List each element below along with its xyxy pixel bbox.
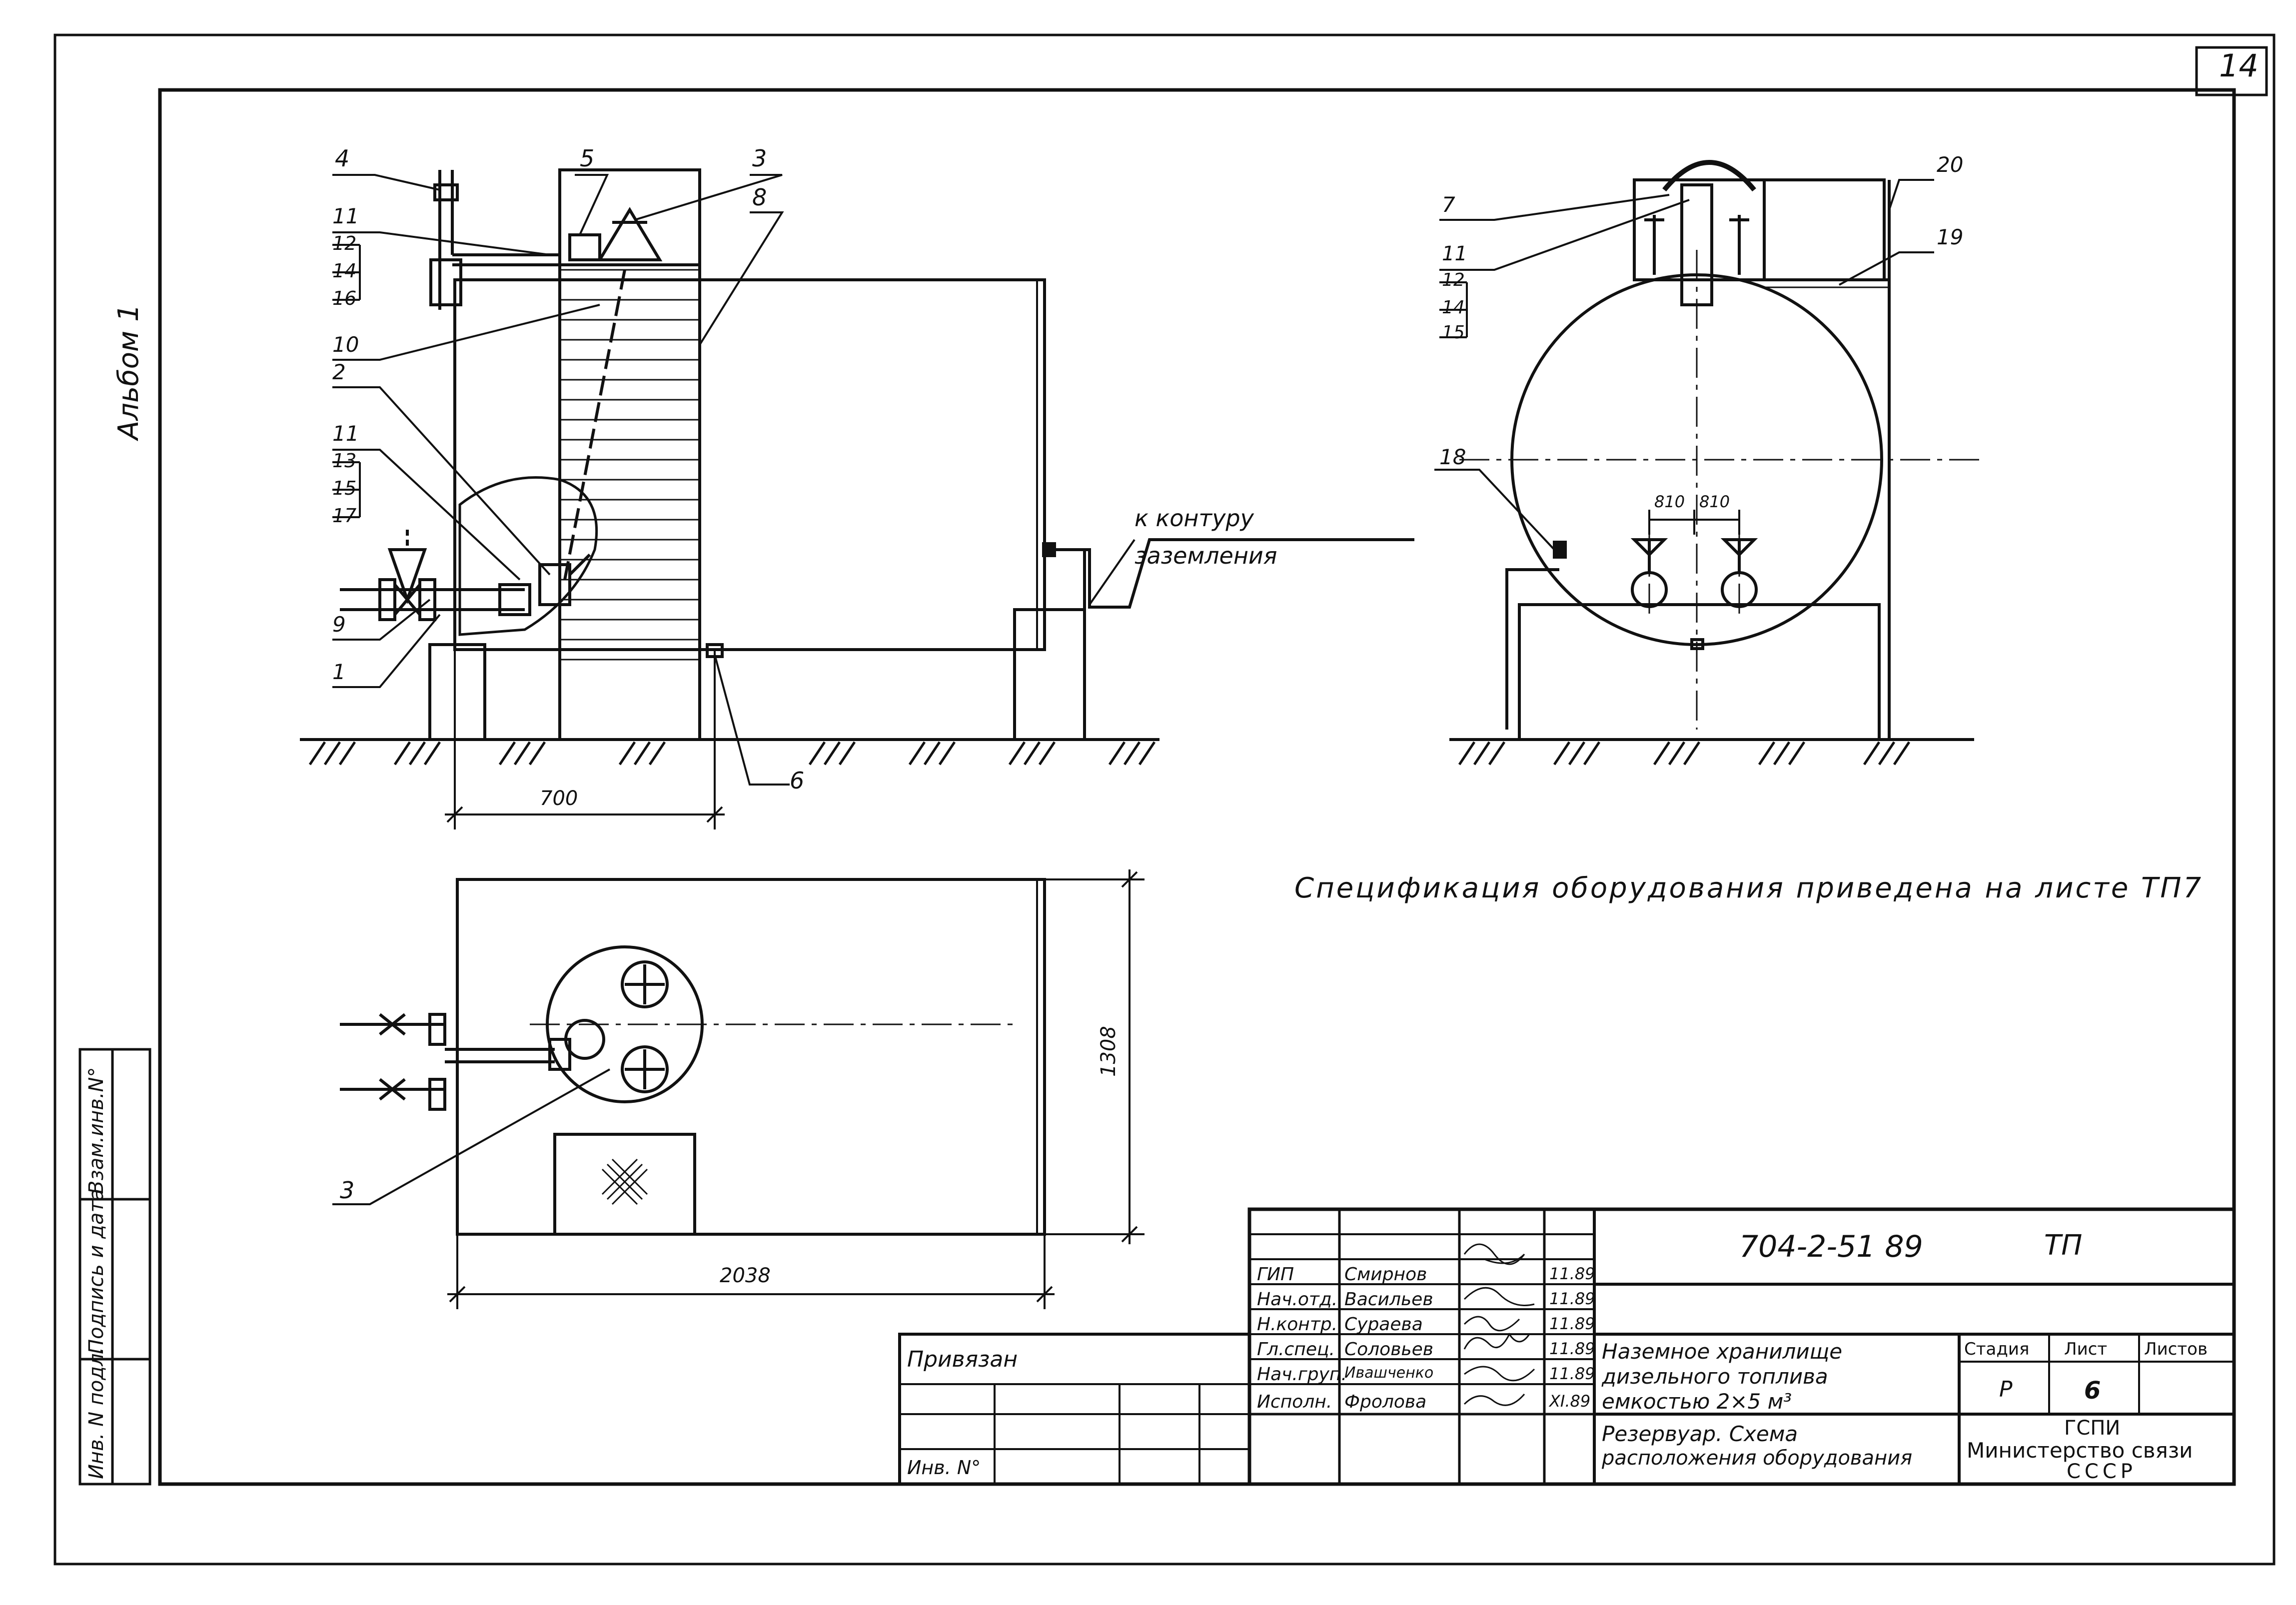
- sheet-header: Лист: [2064, 1339, 2108, 1359]
- callout-11b: 11: [332, 421, 359, 446]
- callout-3-top: 3: [752, 145, 767, 172]
- callout-4: 4: [335, 145, 350, 172]
- tb-date-0: 11.89: [1549, 1264, 1595, 1283]
- dim-810-right: 810: [1699, 492, 1730, 511]
- dim-700-lines: [445, 650, 725, 829]
- tb-date-4: 11.89: [1549, 1364, 1595, 1383]
- stage-header: Стадия: [1964, 1339, 2030, 1359]
- tb-name-5: Фролова: [1344, 1392, 1427, 1412]
- tb-name-2: Сураева: [1344, 1314, 1423, 1335]
- plan-dims: [332, 869, 1145, 1309]
- dim-810-left: 810: [1654, 492, 1685, 511]
- sheet-title-1: Резервуар. Схема: [1602, 1422, 1798, 1446]
- callout-11a: 11: [332, 204, 359, 228]
- album-label: Альбом 1: [112, 304, 145, 440]
- dim-1308: 1308: [1097, 1026, 1120, 1077]
- tb-role-4: Нач.груп.: [1257, 1364, 1347, 1385]
- sheets-header: Листов: [2144, 1339, 2208, 1359]
- tb-name-1: Васильев: [1344, 1289, 1433, 1310]
- callout-6: 6: [790, 767, 805, 794]
- doc-mark: ТП: [2044, 1229, 2083, 1262]
- tb-name-4: Ивашченко: [1344, 1364, 1434, 1382]
- tb-date-3: 11.89: [1549, 1339, 1595, 1358]
- specification-note: Спецификация оборудования приведена на л…: [1294, 872, 2204, 904]
- project-title-2: дизельного топлива: [1602, 1364, 1828, 1389]
- project-title-3: емкостью 2×5 м³: [1602, 1389, 1792, 1414]
- ground-note-line1: к контуру: [1135, 505, 1254, 532]
- tb-name-3: Соловьев: [1344, 1339, 1433, 1360]
- callout-8: 8: [752, 184, 767, 211]
- callout-17: 17: [332, 505, 357, 527]
- tb-role-5: Исполн.: [1257, 1392, 1332, 1412]
- side-stamp-vzam-inv: Взам.инв.N°: [85, 1067, 108, 1194]
- callout-15b: 15: [1442, 322, 1465, 343]
- callout-3-plan: 3: [340, 1177, 355, 1204]
- sheet-value: 6: [2084, 1377, 2101, 1405]
- tb-role-0: ГИП: [1257, 1264, 1294, 1285]
- privyazan-label: Привязан: [907, 1347, 1018, 1372]
- callout-13: 13: [332, 450, 357, 472]
- signatures: [1463, 1243, 1535, 1406]
- title-block-grid: [898, 1207, 2236, 1486]
- callout-12a: 12: [332, 232, 357, 254]
- stage-value: Р: [1999, 1377, 2013, 1402]
- plan-view: [340, 878, 1046, 1236]
- dim-700: 700: [540, 787, 578, 810]
- callout-1: 1: [332, 660, 346, 684]
- side-view: [340, 168, 1414, 741]
- callout-18: 18: [1439, 445, 1466, 469]
- callout-2: 2: [332, 360, 346, 384]
- callout-10: 10: [332, 332, 359, 357]
- sheet-number: 14: [2219, 47, 2259, 84]
- tb-role-1: Нач.отд.: [1257, 1289, 1338, 1310]
- inv-no-label: Инв. N°: [907, 1457, 981, 1479]
- side-stamp-signature-date: Подпись и дата: [85, 1188, 108, 1354]
- end-view: [1505, 160, 1891, 741]
- doc-code: 704-2-51 89: [1739, 1229, 1923, 1264]
- org-line-2: Министерство связи: [1967, 1438, 2193, 1463]
- callout-9: 9: [332, 612, 346, 637]
- org-line-3: СССР: [2067, 1460, 2137, 1483]
- callout-20: 20: [1937, 152, 1964, 177]
- drawing-frame: [158, 88, 2236, 1486]
- tb-role-2: Н.контр.: [1257, 1314, 1338, 1335]
- callout-12b: 12: [1442, 270, 1465, 290]
- ground-end: [1449, 738, 1974, 766]
- tank-side-body: [453, 278, 1046, 651]
- project-title-1: Наземное хранилище: [1602, 1339, 1843, 1364]
- outer-border: [53, 33, 2276, 1566]
- tb-date-5: XI.89: [1549, 1392, 1591, 1411]
- sheet-title-2: расположения оборудования: [1602, 1447, 1913, 1470]
- callout-14a: 14: [332, 260, 357, 282]
- callout-14b: 14: [1442, 297, 1465, 318]
- callout-7: 7: [1442, 192, 1455, 217]
- tb-role-3: Гл.спец.: [1257, 1339, 1335, 1360]
- org-line-1: ГСПИ: [2064, 1417, 2121, 1440]
- side-stamp: [78, 1048, 151, 1486]
- tb-name-0: Смирнов: [1344, 1264, 1427, 1285]
- callout-5: 5: [580, 145, 595, 172]
- tb-date-1: 11.89: [1549, 1289, 1595, 1308]
- ground-side: [300, 738, 1159, 766]
- leaders-side: [332, 174, 1136, 786]
- callout-19: 19: [1937, 225, 1964, 249]
- tb-date-2: 11.89: [1549, 1314, 1595, 1333]
- ladder-column: [558, 168, 701, 741]
- side-stamp-inv-podl: Инв. N подл.: [85, 1347, 108, 1479]
- callout-15: 15: [332, 477, 357, 499]
- callout-11c: 11: [1442, 242, 1467, 265]
- tank-plan-body: [456, 878, 1046, 1236]
- ground-note-line2: заземления: [1135, 542, 1277, 569]
- callout-16a: 16: [332, 287, 357, 309]
- dim-2038: 2038: [720, 1264, 771, 1287]
- sheet-number-box: [2195, 46, 2268, 96]
